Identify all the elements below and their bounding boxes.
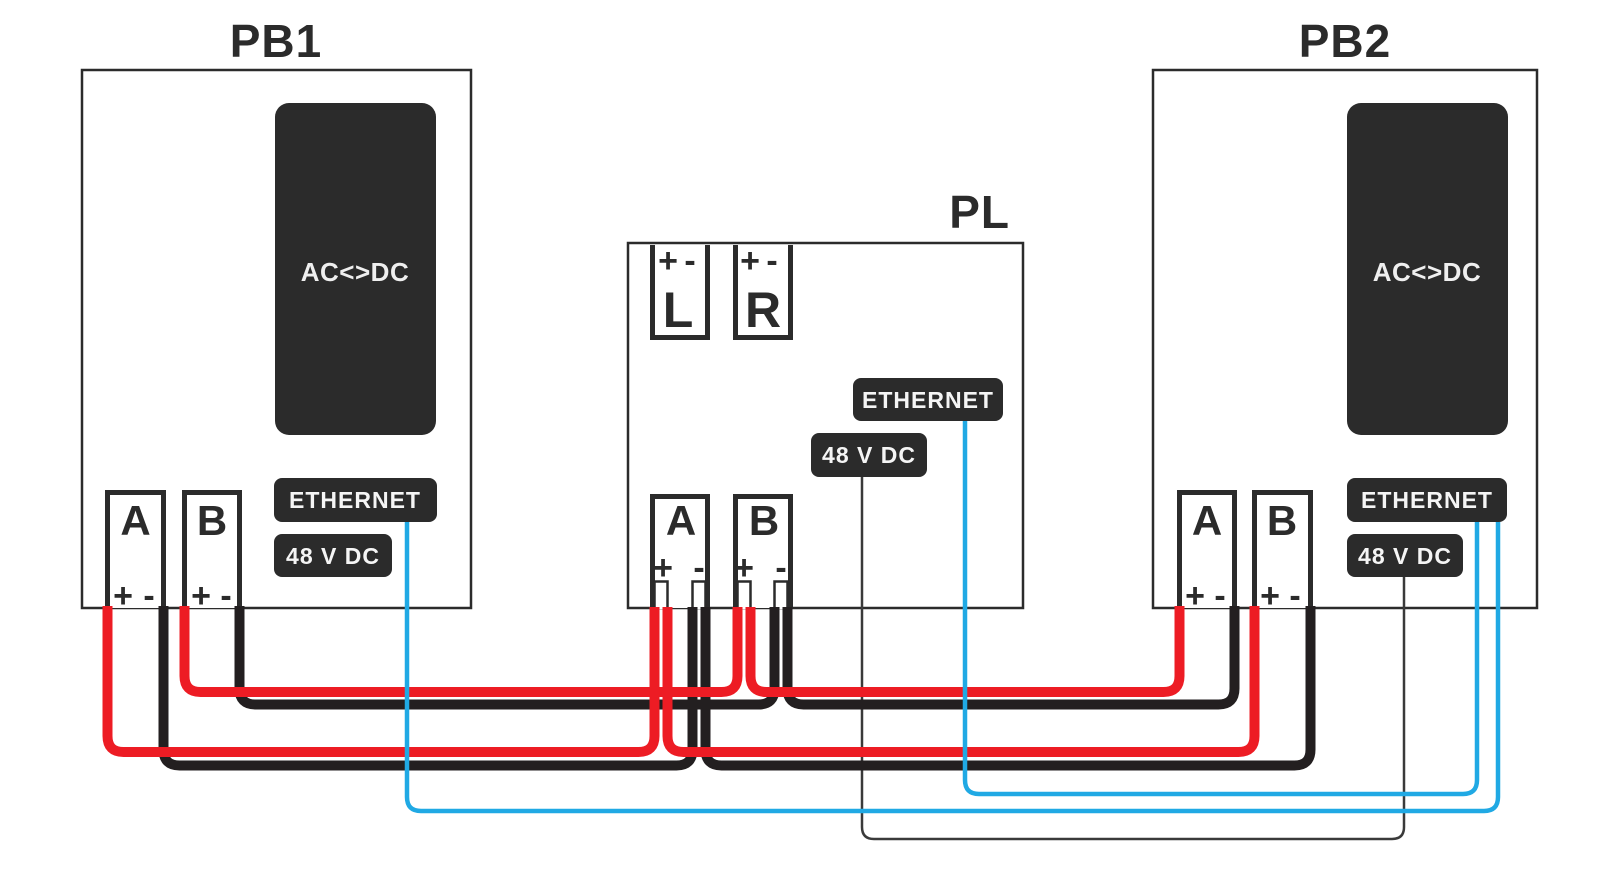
pb1-port-a-letter: A bbox=[120, 497, 150, 544]
pb2-48vdc-badge: 48 V DC bbox=[1347, 534, 1463, 577]
pl-port-a-minus: - bbox=[693, 549, 704, 587]
pb2-ac-dc-converter bbox=[1347, 103, 1508, 435]
pl-port-b: B + - bbox=[733, 494, 793, 609]
pb2-48vdc-label: 48 V DC bbox=[1358, 543, 1452, 569]
wire-ethernet-pl-to-pb2 bbox=[962, 421, 1480, 797]
pl-ethernet-label: ETHERNET bbox=[862, 387, 994, 413]
pl-port-a-connector bbox=[650, 494, 710, 608]
pb2-ethernet-badge-bg bbox=[1347, 478, 1507, 522]
pb2-port-b: B + - bbox=[1252, 490, 1313, 615]
wire-negative-pla-to-pb2b bbox=[700, 606, 1316, 771]
pb2-port-a-minus: - bbox=[1214, 577, 1225, 615]
pb1-48vdc-badge-bg bbox=[274, 534, 392, 577]
pb2-48vdc-badge-bg bbox=[1347, 534, 1463, 577]
pb2-title: PB2 bbox=[1299, 15, 1391, 67]
pb1-ethernet-badge: ETHERNET bbox=[274, 478, 437, 522]
pl-port-b-plus: + bbox=[734, 549, 754, 587]
pb1-ac-dc-converter bbox=[275, 103, 436, 435]
pb1-port-b-plus: + bbox=[191, 577, 211, 615]
wire-48vdc-pl-to-pb2 bbox=[860, 477, 1406, 841]
pb1-title: PB1 bbox=[230, 15, 322, 67]
pl-title: PL bbox=[949, 186, 1010, 238]
pb1-port-b-letter: B bbox=[197, 497, 227, 544]
pl-port-b-connector bbox=[733, 494, 793, 608]
pl-port-b-plus-terminal bbox=[736, 580, 752, 609]
pl-device: PL + - L + - R ETHERNET 48 V DC A + - bbox=[626, 186, 1025, 610]
pb2-port-b-plus: + bbox=[1260, 577, 1280, 615]
pl-48vdc-badge: 48 V DC bbox=[811, 433, 927, 477]
pb2-device: PB2 AC<>DC ETHERNET 48 V DC A + - B + - bbox=[1151, 15, 1539, 615]
pb1-port-b-connector bbox=[182, 490, 242, 608]
pl-48vdc-badge-bg bbox=[811, 433, 927, 477]
pb1-48vdc-badge: 48 V DC bbox=[274, 534, 392, 577]
pl-port-a: A + - bbox=[650, 494, 710, 609]
pb2-ethernet-badge: ETHERNET bbox=[1347, 478, 1507, 522]
pb1-48vdc-label: 48 V DC bbox=[286, 543, 380, 569]
pb1-port-b-minus: - bbox=[220, 577, 231, 615]
pb2-port-b-connector bbox=[1252, 490, 1313, 608]
pb2-ethernet-label: ETHERNET bbox=[1361, 487, 1493, 513]
pb1-device: PB1 AC<>DC ETHERNET 48 V DC A + - B + - bbox=[80, 15, 473, 615]
wire-ethernet-pb1-to-pb2 bbox=[404, 522, 1501, 814]
pl-port-b-minus-terminal bbox=[773, 580, 789, 609]
pb1-port-a-minus: - bbox=[143, 577, 154, 615]
pb2-port-a: A + - bbox=[1177, 490, 1237, 615]
pl-port-l-connector bbox=[650, 245, 710, 340]
pl-ethernet-badge-bg bbox=[853, 378, 1003, 421]
pl-port-a-plus-terminal bbox=[653, 580, 669, 609]
pb1-port-a-connector bbox=[105, 490, 166, 608]
pb1-port-a-plus: + bbox=[113, 577, 133, 615]
pl-port-r-letter: R bbox=[745, 282, 781, 338]
pl-port-b-minus: - bbox=[775, 549, 786, 587]
pl-port-a-plus: + bbox=[653, 549, 673, 587]
pb2-port-b-minus: - bbox=[1289, 577, 1300, 615]
pb1-port-b: B + - bbox=[182, 490, 242, 615]
pb1-port-a: A + - bbox=[105, 490, 166, 615]
wire-positive-pb1b-to-plb bbox=[179, 606, 743, 697]
pl-port-a-minus-terminal bbox=[691, 580, 707, 609]
pl-port-l: + - L bbox=[650, 242, 710, 340]
wires bbox=[102, 421, 1501, 841]
pl-port-r: + - R bbox=[733, 242, 793, 340]
pb2-port-a-connector bbox=[1177, 490, 1237, 608]
pb1-ethernet-badge-bg bbox=[274, 478, 437, 522]
pb1-ethernet-label: ETHERNET bbox=[289, 487, 421, 513]
pl-port-r-connector bbox=[733, 245, 793, 340]
pl-48vdc-label: 48 V DC bbox=[822, 442, 916, 468]
pb2-port-a-plus: + bbox=[1185, 577, 1205, 615]
pl-port-r-minus: - bbox=[766, 242, 777, 280]
pb2-ac-dc-label: AC<>DC bbox=[1373, 257, 1481, 287]
pb2-port-a-letter: A bbox=[1192, 497, 1222, 544]
pl-ethernet-badge: ETHERNET bbox=[853, 378, 1003, 421]
wire-positive-pla-to-pb2b bbox=[662, 606, 1260, 757]
pl-port-l-minus: - bbox=[684, 242, 695, 280]
wire-positive-pb1a-to-pla bbox=[102, 606, 660, 757]
pl-port-l-letter: L bbox=[663, 282, 694, 338]
pl-port-b-letter: B bbox=[749, 497, 779, 544]
pb1-ac-dc-label: AC<>DC bbox=[301, 257, 409, 287]
pl-port-a-letter: A bbox=[666, 497, 696, 544]
pl-port-l-plus: + bbox=[658, 242, 678, 280]
pb2-port-b-letter: B bbox=[1267, 497, 1297, 544]
pl-port-r-plus: + bbox=[740, 242, 760, 280]
